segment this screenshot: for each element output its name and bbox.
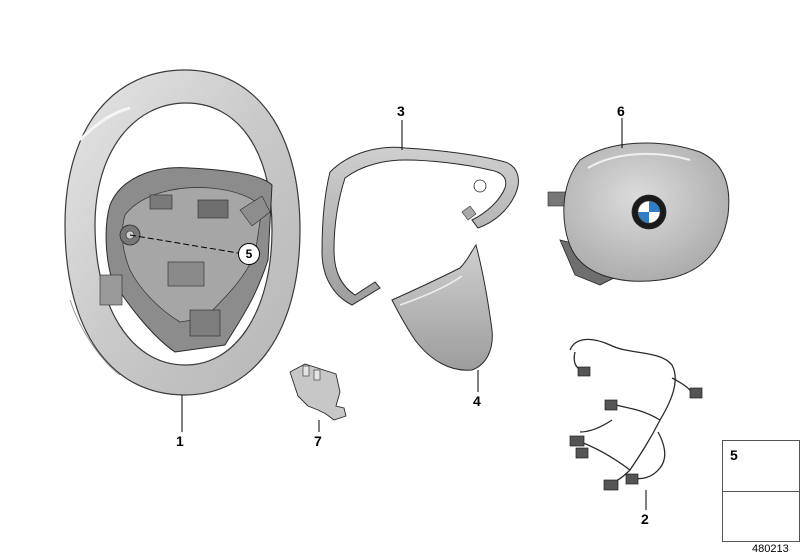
callout-4: 4 xyxy=(473,393,481,409)
harness-connectors xyxy=(569,366,703,491)
wiring-harness xyxy=(569,338,697,510)
callout-3: 3 xyxy=(397,103,405,119)
callout-7: 7 xyxy=(314,433,322,449)
trim-cover-lower xyxy=(391,243,493,392)
legend-part-number: 5 xyxy=(730,447,738,463)
callout-6: 6 xyxy=(617,103,625,119)
steering-wheel xyxy=(64,69,301,432)
connector-part xyxy=(289,363,347,432)
airbag-module xyxy=(547,118,730,286)
diagram-id: 480213 xyxy=(752,543,789,555)
callout-2: 2 xyxy=(641,511,649,527)
trim-cover-upper xyxy=(321,120,519,306)
legend-divider xyxy=(722,491,799,492)
callout-1: 1 xyxy=(176,433,184,449)
callout-5-circled: 5 xyxy=(238,243,260,265)
